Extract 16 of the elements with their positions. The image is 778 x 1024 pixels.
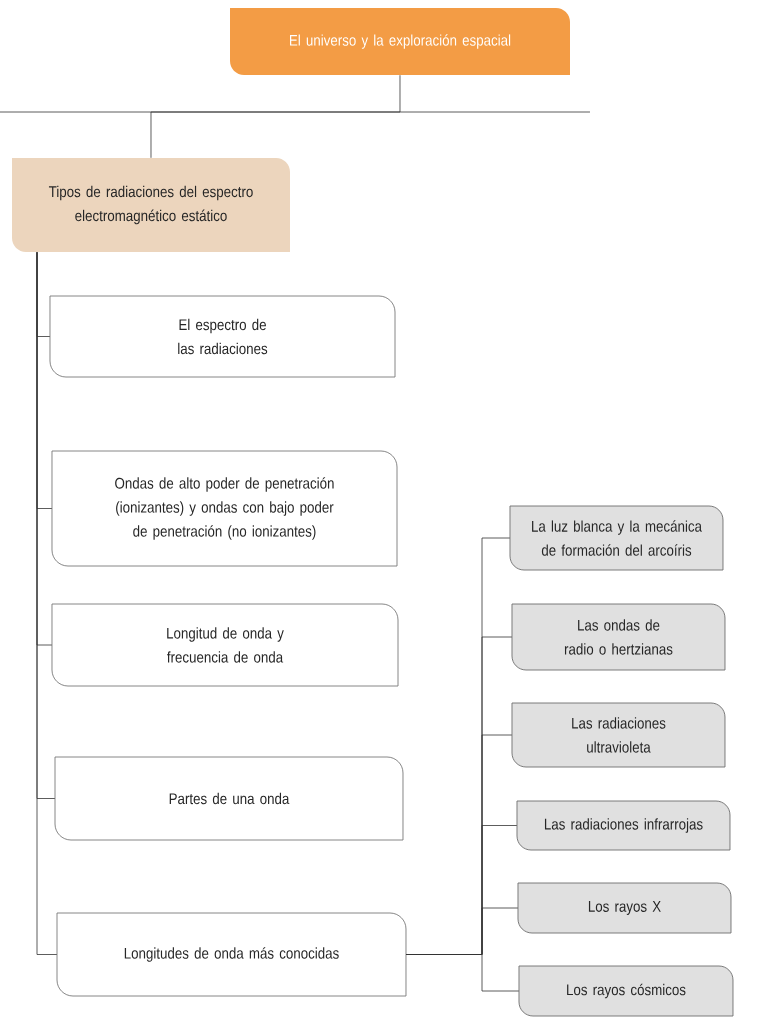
connector-line [405, 954, 520, 992]
concept-box: Ondas de alto poder de penetración (ionizantes) y ondas con bajo poder de penetración (no ionizantes) [51, 450, 398, 567]
subtopic-box: Los rayos X [517, 882, 732, 934]
subtopic-box: Los rayos cósmicos [518, 965, 734, 1017]
subtopic-box: Las radiaciones ultravioleta [511, 702, 726, 768]
title-box: El universo y la exploración espacial [230, 8, 570, 75]
concept-box: El espectro de las radiaciones [49, 295, 396, 378]
connector-line [36, 251, 58, 955]
connector-line [150, 74, 401, 159]
subtopic-box: Las ondas de radio o hertzianas [511, 603, 726, 671]
subtopic-box: Las radiaciones infrarrojas [516, 800, 731, 851]
concept-box: Partes de una onda [54, 756, 404, 841]
subtopic-box: La luz blanca y la mecánica de formación del arcoíris [509, 505, 724, 571]
concept-box: Longitud de onda y frecuencia de onda [51, 603, 399, 687]
concept-box: Longitudes de onda más conocidas [56, 912, 407, 997]
topic-box: Tipos de radiaciones del espectro electromagnético estático [12, 158, 290, 252]
